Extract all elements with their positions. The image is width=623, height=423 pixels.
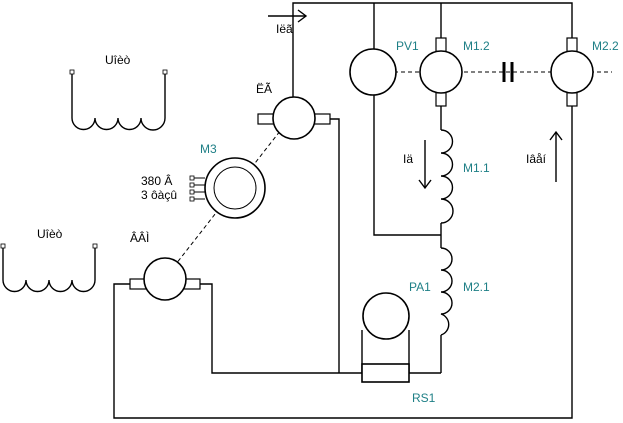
eg-label: ËÃ (256, 82, 272, 96)
excitation-coil-bottom (0, 243, 98, 293)
pv1-voltmeter (349, 48, 397, 96)
arrow-down-icon (418, 140, 432, 190)
m22-armature (550, 37, 594, 107)
m12-label: M1.2 (463, 39, 490, 53)
m11-label: M1.1 (463, 161, 490, 175)
m3-motor (189, 157, 266, 219)
eg-generator (257, 96, 331, 140)
arrow-up-icon (549, 130, 563, 182)
uit-bottom-label: Uîèò (37, 227, 63, 241)
m3-phases-label: 3 ôàçû (141, 188, 177, 202)
wiring (113, 2, 573, 419)
vvi-machine (129, 257, 201, 301)
i-eg-label: Iëã (276, 22, 293, 36)
m11-coil (440, 129, 454, 224)
m21-label: M2.1 (463, 280, 490, 294)
excitation-coil-top (69, 69, 168, 131)
uit-top-label: Uîèò (105, 53, 131, 67)
pv1-label: PV1 (396, 39, 419, 53)
m3-voltage-label: 380 Â (141, 173, 172, 188)
vvi-label: ÂÂÌ (130, 230, 149, 245)
m12-armature (419, 37, 463, 107)
coupling-capacitor (502, 62, 514, 82)
i-vai-label: Iâåí (526, 152, 547, 166)
arrow-right-icon (268, 9, 308, 23)
pa1-label: PA1 (409, 280, 431, 294)
pa1-ammeter (362, 292, 410, 340)
rs1-label: RS1 (412, 391, 436, 405)
m22-label: M2.2 (592, 39, 619, 53)
m21-coil (440, 247, 453, 336)
i-d-label: Iä (403, 152, 413, 166)
rs1-shunt (361, 363, 410, 383)
m3-label: M3 (200, 142, 217, 156)
